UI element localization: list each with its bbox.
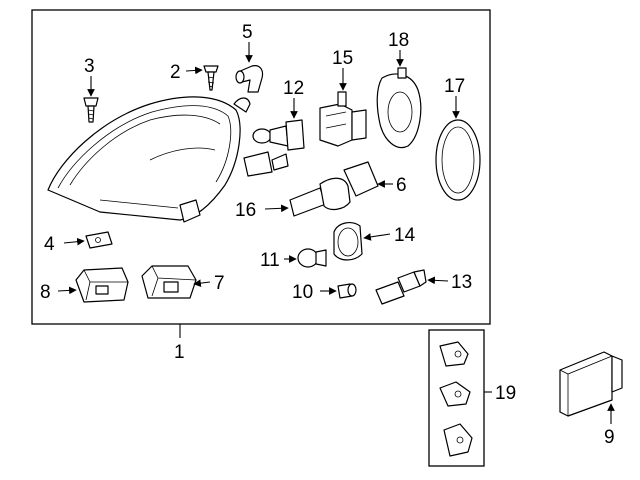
- bracket-kit-frame: [428, 329, 485, 467]
- callout-5: 5: [242, 22, 253, 43]
- elbow-cap-5[interactable]: [235, 65, 264, 93]
- callout-9: 9: [604, 427, 615, 448]
- callout-3: 3: [84, 56, 95, 77]
- callout-11: 11: [260, 250, 280, 271]
- callout-16: 16: [235, 200, 256, 221]
- bulb-10[interactable]: [337, 283, 357, 299]
- seal-ring-17[interactable]: [435, 119, 481, 201]
- leader-8: [57, 286, 77, 295]
- callout-8: 8: [40, 282, 51, 303]
- cover-18[interactable]: [376, 67, 422, 149]
- socket-14[interactable]: [333, 222, 363, 261]
- screw-2[interactable]: [203, 65, 219, 91]
- callout-1: 1: [174, 342, 185, 363]
- leader-4: [63, 237, 85, 246]
- leader-13: [427, 276, 449, 285]
- leader-16: [264, 204, 289, 213]
- sensor-13[interactable]: [375, 269, 427, 305]
- bracket-19-middle[interactable]: [439, 381, 471, 407]
- bulb-16[interactable]: [289, 161, 379, 217]
- callout-15: 15: [332, 48, 353, 69]
- callout-18: 18: [388, 30, 409, 51]
- bracket-19-lower[interactable]: [443, 423, 473, 457]
- clip-4[interactable]: [85, 231, 113, 249]
- callout-12: 12: [283, 78, 304, 99]
- leader-14: [363, 233, 391, 241]
- callout-6: 6: [396, 175, 407, 196]
- leader-7: [193, 279, 211, 287]
- headlamp-housing[interactable]: [47, 96, 251, 223]
- control-unit-7[interactable]: [141, 265, 197, 299]
- bracket-19-upper[interactable]: [439, 341, 469, 367]
- callout-19: 19: [495, 383, 516, 404]
- callout-4: 4: [44, 234, 55, 255]
- callout-2: 2: [170, 62, 181, 83]
- socket-15[interactable]: [319, 91, 367, 147]
- callout-7: 7: [214, 273, 225, 294]
- callout-10: 10: [292, 282, 313, 303]
- bolt-3[interactable]: [83, 97, 99, 123]
- leader-2: [185, 66, 203, 75]
- callout-14: 14: [394, 225, 416, 246]
- bulb-12[interactable]: [243, 119, 305, 177]
- callout-17: 17: [444, 76, 465, 97]
- module-9[interactable]: [559, 351, 623, 417]
- assembly-frame: [31, 9, 491, 325]
- control-unit-8[interactable]: [75, 267, 129, 303]
- bulb-11[interactable]: [297, 248, 327, 268]
- callout-13: 13: [451, 272, 472, 293]
